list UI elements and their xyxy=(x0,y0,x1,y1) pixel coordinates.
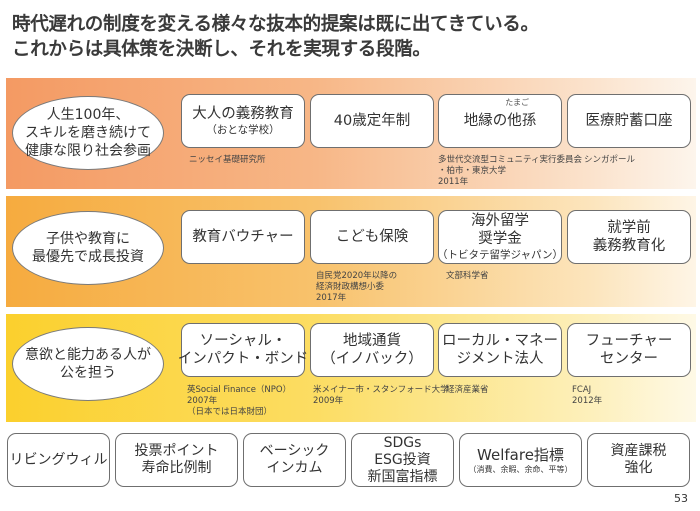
source-note: ニッセイ基礎研究所 xyxy=(189,155,266,166)
ruby-annotation: たまご xyxy=(505,98,529,107)
bottom-label: Welfare指標 xyxy=(477,445,564,464)
source-note: FCAJ 2012年 xyxy=(572,385,602,407)
proposal-label: ソーシャル・ xyxy=(199,333,287,349)
theme-line: 人生100年、 xyxy=(46,107,130,123)
proposal-box-community-grandchildren: たまご 地縁の他孫 xyxy=(438,94,562,148)
bottom-box-vote-points: 投票ポイント 寿命比例制 xyxy=(115,433,238,487)
source-note: 多世代交流型コミュニティ実行委員会 ・柏市・東京大学 2011年 xyxy=(438,155,582,188)
bottom-box-welfare-index: Welfare指標 （消費、余暇、余命、平等） xyxy=(459,433,582,487)
proposal-label: 奨学金 xyxy=(478,231,522,247)
bottom-label: インカム xyxy=(266,460,323,476)
theme-line: 最優先で成長投資 xyxy=(32,249,144,265)
theme-oval-public-role: 意欲と能力ある人が 公を担う xyxy=(12,327,164,401)
bottom-label: 投票ポイント xyxy=(134,443,219,459)
proposal-label: 義務教育化 xyxy=(592,238,666,254)
proposal-label: こども保険 xyxy=(335,229,409,245)
page-number: 53 xyxy=(674,492,688,505)
source-note: 米メイナー市・スタンフォード大学 2009年 xyxy=(313,385,449,407)
theme-line: 意欲と能力ある人が xyxy=(25,347,151,363)
proposal-label: ローカル・マネー xyxy=(442,333,558,349)
source-line: （日本では日本財団） xyxy=(187,407,273,417)
source-line: ニッセイ基礎研究所 xyxy=(189,155,266,165)
source-line: 2009年 xyxy=(313,396,344,406)
bottom-label: ESG投資 xyxy=(374,451,431,468)
source-note: 経済産業省 xyxy=(446,385,489,396)
theme-line: スキルを磨き続けて xyxy=(25,125,151,141)
proposal-label: 医療貯蓄口座 xyxy=(585,113,673,129)
source-line: 2011年 xyxy=(438,177,469,187)
proposal-label: ジメント法人 xyxy=(456,351,544,367)
theme-line: 健康な限り社会参画 xyxy=(25,143,151,159)
source-note: シンガポール xyxy=(584,155,635,166)
proposal-label: 海外留学 xyxy=(471,213,529,229)
proposal-label: 教育バウチャー xyxy=(192,229,294,245)
source-note: 英Social Finance（NPO） 2007年 （日本では日本財団） xyxy=(187,385,291,418)
bottom-label: 強化 xyxy=(624,460,653,476)
theme-oval-child-education-investment: 子供や教育に 最優先で成長投資 xyxy=(12,211,164,285)
proposal-box-local-management-corporation: ローカル・マネー ジメント法人 xyxy=(438,323,562,377)
proposal-sublabel: （おとな学校） xyxy=(206,124,280,136)
source-line: シンガポール xyxy=(584,155,636,165)
source-line: 多世代交流型コミュニティ実行委員会 xyxy=(438,155,582,165)
proposal-label: インパクト・ボンド xyxy=(177,351,309,367)
source-note: 文部科学省 xyxy=(446,271,489,282)
proposal-label: 地域通貨 xyxy=(343,333,401,349)
source-line: 英Social Finance（NPO） xyxy=(187,385,292,395)
proposal-box-compulsory-preschool: 就学前 義務教育化 xyxy=(567,210,691,264)
source-line: 2007年 xyxy=(187,396,218,406)
bottom-label: 資産課税 xyxy=(610,443,667,459)
proposal-label: センター xyxy=(600,351,658,367)
bottom-box-basic-income: ベーシック インカム xyxy=(243,433,346,487)
theme-oval-lifelong-participation: 人生100年、 スキルを磨き続けて 健康な限り社会参画 xyxy=(12,96,164,170)
proposal-label: 地縁の他孫 xyxy=(463,113,537,129)
theme-line: 子供や教育に xyxy=(46,231,130,247)
bottom-label: リビングウィル xyxy=(9,451,108,468)
bottom-label: 新国富指標 xyxy=(367,468,438,485)
proposal-box-adult-compulsory-education: 大人の義務教育 （おとな学校） xyxy=(181,94,305,148)
proposal-label: （イノバック） xyxy=(321,351,423,367)
source-line: 文部科学省 xyxy=(446,271,489,281)
proposal-label: 大人の義務教育 xyxy=(192,106,294,122)
proposal-label: 40歳定年制 xyxy=(333,113,411,129)
proposal-sublabel: （トビタテ留学ジャパン） xyxy=(437,249,563,261)
proposal-box-future-center: フューチャー センター xyxy=(567,323,691,377)
title-line-1: 時代遅れの制度を変える様々な抜本的提案は既に出てきている。 xyxy=(12,14,539,35)
proposal-box-education-voucher: 教育バウチャー xyxy=(181,210,305,264)
proposal-label: 就学前 xyxy=(607,220,651,236)
proposal-box-local-currency: 地域通貨 （イノバック） xyxy=(310,323,434,377)
proposal-box-retirement-at-40: 40歳定年制 xyxy=(310,94,434,148)
source-line: 経済産業省 xyxy=(446,385,489,395)
bottom-box-living-will: リビングウィル xyxy=(7,433,110,487)
bottom-label: ベーシック xyxy=(259,443,330,459)
proposal-label: フューチャー xyxy=(585,333,673,349)
title-line-2: これからは具体策を決断し、それを実現する段階。 xyxy=(12,39,431,60)
bottom-label: SDGs xyxy=(383,434,422,451)
source-line: 経済財政構想小委 xyxy=(316,282,385,292)
source-line: 2012年 xyxy=(572,396,603,406)
source-line: ・柏市・東京大学 xyxy=(438,166,507,176)
source-note: 自民党2020年以降の 経済財政構想小委 2017年 xyxy=(316,271,397,304)
bottom-label: 寿命比例制 xyxy=(141,460,212,476)
proposal-box-social-impact-bond: ソーシャル・ インパクト・ボンド xyxy=(178,323,308,377)
source-line: 2017年 xyxy=(316,293,347,303)
bottom-box-asset-tax: 資産課税 強化 xyxy=(587,433,690,487)
proposal-box-medical-savings-account: 医療貯蓄口座 xyxy=(567,94,691,148)
bottom-sublabel: （消費、余暇、余命、平等） xyxy=(468,464,573,474)
theme-line: 公を担う xyxy=(60,365,116,381)
source-line: 米メイナー市・スタンフォード大学 xyxy=(313,385,449,395)
proposal-box-child-insurance: こども保険 xyxy=(310,210,434,264)
bottom-box-sdgs: SDGs ESG投資 新国富指標 xyxy=(351,433,454,487)
slide-title: 時代遅れの制度を変える様々な抜本的提案は既に出てきている。 これからは具体策を決… xyxy=(12,12,692,62)
source-line: FCAJ xyxy=(572,385,592,395)
source-line: 自民党2020年以降の xyxy=(316,271,398,281)
proposal-box-study-abroad-scholarship: 海外留学 奨学金 （トビタテ留学ジャパン） xyxy=(437,210,563,264)
